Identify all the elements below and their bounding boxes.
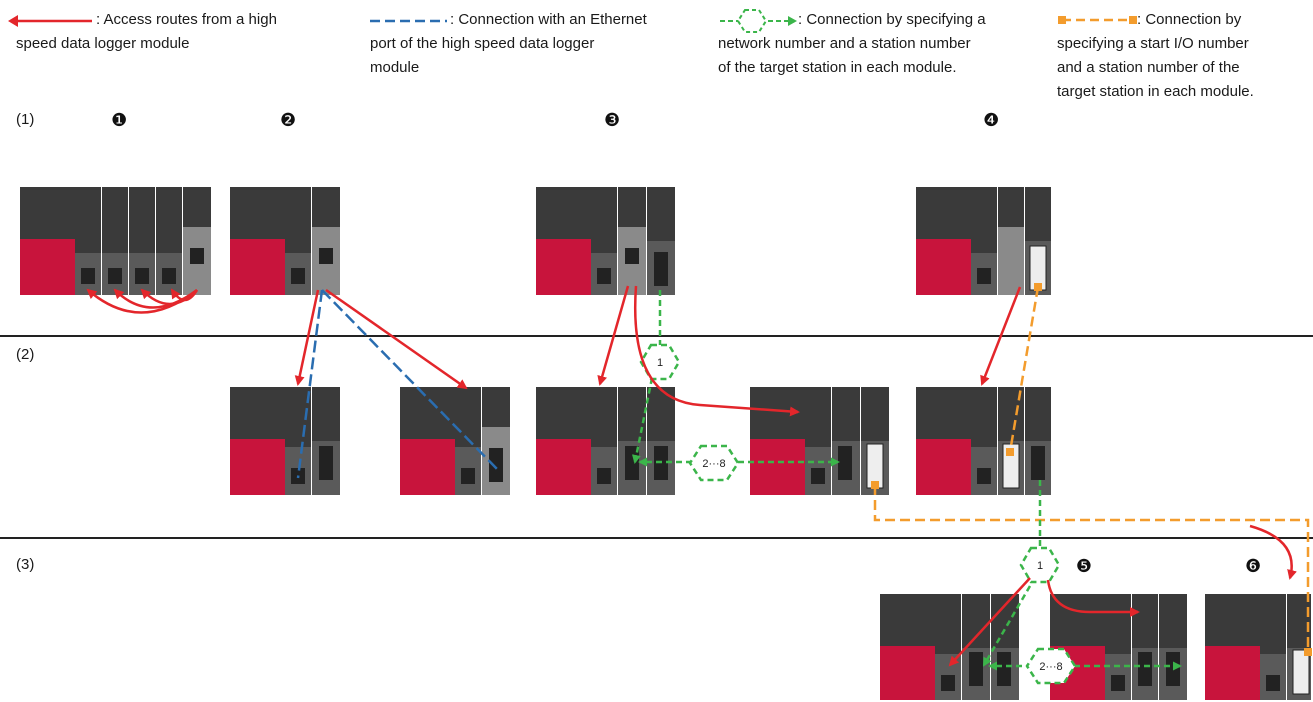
access-routes [86,285,1297,667]
network-label: 1 [1037,560,1043,572]
legend-text-line: network number and a station number [718,35,971,52]
plc-rack-1b [230,187,340,295]
plc-rack-3a [880,594,1019,700]
plc-rack-1a [20,187,211,295]
legend-text-line: : Access routes from a high [96,11,277,28]
callout-3: ❸ [604,110,621,131]
legend-start-io: : Connection by specifying a start I/O n… [1057,8,1313,104]
network-node [688,444,740,482]
legend-text-line: : Connection with an Ethernet [450,11,647,28]
network-node [639,343,681,381]
plc-rack-1c [536,187,675,295]
callout-5: ❺ [1076,556,1093,577]
legend-text-line: specifying a start I/O number [1057,35,1249,52]
legend-text-line: and a station number of the [1057,59,1240,76]
legend-text-line: module [370,59,420,76]
plc-rack-2b [400,387,510,495]
row-label-3: (3) [16,556,35,573]
start-io-endpoints [871,283,1312,656]
callout-6: ❻ [1245,556,1262,577]
legend-network-number: : Connection by specifying a network num… [718,8,1048,80]
row-label-2: (2) [16,346,35,363]
callout-1: ❶ [111,110,128,131]
plc-rack-2a [230,387,340,495]
legend-text-line: port of the high speed data logger [370,35,595,52]
network-node [1025,647,1077,685]
legend-access-routes: : Access routes from a high speed data l… [16,8,346,56]
legend-text-line: speed data logger module [16,35,190,52]
start-io-connections [873,286,1310,652]
network-connections [631,290,1182,671]
legend-ethernet: : Connection with an Ethernet port of th… [370,8,700,80]
legend-orange-io-swatch [1058,16,1137,24]
network-label: 2···8 [1039,661,1062,673]
network-label: 1 [657,357,663,369]
legend-red-line-swatch [8,15,92,27]
plc-rack-2d [750,387,889,495]
legend-text-line: target station in each module. [1057,83,1254,100]
plc-rack-2e [916,387,1051,495]
network-node [1019,546,1061,584]
network-label: 2···8 [702,458,725,470]
row-label-1: (1) [16,111,35,128]
callout-2: ❷ [280,110,297,131]
plc-rack-3c [1205,594,1311,700]
legend-text-line: : Connection by specifying a [798,11,986,28]
legend-green-network-swatch [720,9,797,33]
plc-rack-1d [916,187,1051,295]
plc-rack-2c [536,387,675,495]
legend-text-line: of the target station in each module. [718,59,957,76]
legend-text-line: : Connection by [1137,11,1242,28]
ethernet-connections [296,289,499,479]
callout-4: ❹ [983,110,1000,131]
